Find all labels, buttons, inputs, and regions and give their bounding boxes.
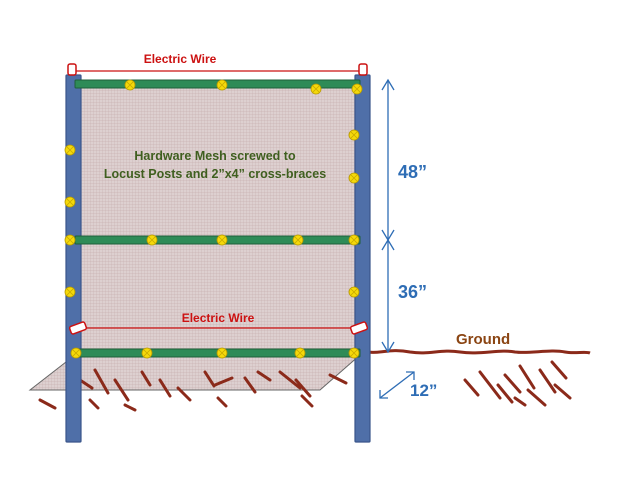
screw-icon bbox=[294, 347, 306, 359]
screw-icon bbox=[348, 172, 360, 184]
top-electric-wire-label: Electric Wire bbox=[144, 52, 217, 66]
hardware-mesh-panel bbox=[74, 79, 361, 356]
screw-icon bbox=[64, 144, 76, 156]
ground-scribbles bbox=[38, 360, 572, 412]
ground-label: Ground bbox=[456, 331, 510, 348]
screw-icon bbox=[70, 347, 82, 359]
screw-icon bbox=[64, 234, 76, 246]
lower-height-label: 36” bbox=[398, 282, 427, 302]
screw-icon bbox=[141, 347, 153, 359]
screw-icons bbox=[64, 79, 363, 359]
screw-icon bbox=[124, 79, 136, 91]
ground-line bbox=[367, 349, 591, 355]
screw-icon bbox=[216, 234, 228, 246]
screw-icon bbox=[348, 347, 360, 359]
screw-icon bbox=[64, 196, 76, 208]
wire-insulator-icons bbox=[67, 63, 369, 335]
screw-icon bbox=[292, 234, 304, 246]
screw-icon bbox=[64, 286, 76, 298]
screw-icon bbox=[348, 286, 360, 298]
bottom-electric-wire-label: Electric Wire bbox=[182, 311, 255, 325]
right-post bbox=[354, 74, 371, 443]
screw-icon bbox=[310, 83, 322, 95]
screw-icon bbox=[351, 83, 363, 95]
screw-icon bbox=[348, 129, 360, 141]
dimension-lines bbox=[379, 78, 415, 399]
depth-label: 12” bbox=[410, 381, 437, 400]
screw-icon bbox=[216, 79, 228, 91]
mesh-label-line2: Locust Posts and 2”x4” cross-braces bbox=[104, 167, 326, 181]
upper-height-label: 48” bbox=[398, 162, 427, 182]
screw-icon bbox=[348, 234, 360, 246]
screw-icon bbox=[146, 234, 158, 246]
mesh-label-line1: Hardware Mesh screwed to bbox=[134, 149, 296, 163]
screw-icon bbox=[216, 347, 228, 359]
left-post bbox=[65, 74, 82, 443]
